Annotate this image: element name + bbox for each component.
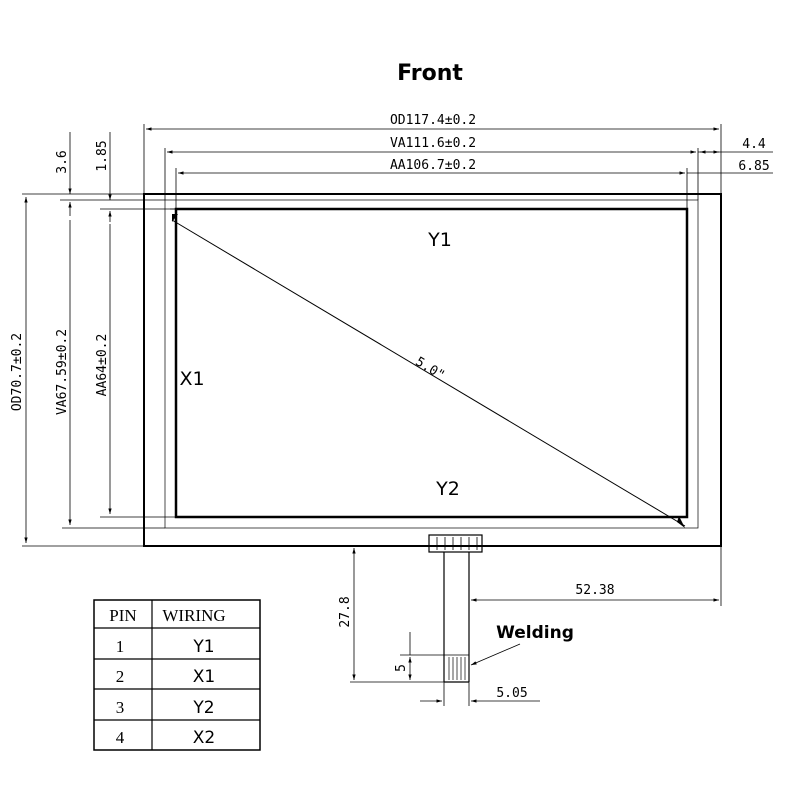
weld-width-dim: 5.05 bbox=[496, 686, 527, 701]
table-row-2-pin: 2 bbox=[116, 667, 125, 686]
active-area-frame bbox=[174, 207, 689, 519]
label-y1: Y1 bbox=[427, 229, 452, 251]
diagonal-line bbox=[171, 219, 686, 527]
label-x1: X1 bbox=[179, 368, 204, 390]
table-row-2-wiring: X1 bbox=[193, 667, 215, 687]
left-dimension-lines bbox=[22, 197, 176, 547]
welding-label: Welding bbox=[496, 623, 574, 643]
table-row-1-wiring: Y1 bbox=[192, 637, 214, 657]
right-margin-685: 6.85 bbox=[738, 159, 769, 174]
fpc-connector bbox=[428, 534, 483, 553]
fpc-tail bbox=[428, 534, 483, 683]
weld-pad bbox=[448, 657, 466, 680]
panel-outline bbox=[143, 193, 722, 547]
pin-table: PIN WIRING 1 Y1 2 X1 3 Y2 4 X2 bbox=[93, 599, 261, 751]
pin-table-header-wiring: WIRING bbox=[162, 606, 225, 625]
table-row-4-wiring: X2 bbox=[193, 728, 215, 748]
label-y2: Y2 bbox=[435, 478, 460, 500]
top-dimension-lines bbox=[143, 124, 773, 209]
table-row-3-pin: 3 bbox=[116, 698, 125, 717]
weld-height-dim: 5 bbox=[394, 664, 409, 672]
table-row-1-pin: 1 bbox=[116, 637, 125, 656]
tail-length-dim: 27.8 bbox=[338, 596, 353, 627]
tail-dimension-lines bbox=[350, 546, 722, 706]
va-width-dim: VA111.6±0.2 bbox=[390, 136, 476, 151]
od-height-dim: OD70.7±0.2 bbox=[10, 333, 25, 411]
top-left-dimension-lines bbox=[22, 132, 176, 222]
table-row-4-pin: 4 bbox=[116, 728, 125, 747]
diagonal-size: 5.0" bbox=[413, 355, 448, 384]
viewing-area-frame bbox=[164, 199, 699, 529]
top-margin-185: 1.85 bbox=[95, 140, 110, 171]
pin-table-header-pin: PIN bbox=[109, 606, 136, 625]
od-width-dim: OD117.4±0.2 bbox=[390, 113, 476, 128]
top-margin-36: 3.6 bbox=[55, 150, 70, 173]
outer-frame bbox=[143, 193, 722, 547]
aa-height-dim: AA64±0.2 bbox=[95, 334, 110, 397]
right-margin-44: 4.4 bbox=[742, 137, 766, 152]
va-height-dim: VA67.59±0.2 bbox=[55, 329, 70, 415]
diagonal-arrow-top bbox=[172, 214, 178, 222]
diagonal-arrow-bottom bbox=[677, 516, 685, 528]
tail-offset-dim: 52.38 bbox=[575, 583, 614, 598]
page-title: Front bbox=[397, 61, 463, 86]
aa-width-dim: AA106.7±0.2 bbox=[390, 158, 476, 173]
table-row-3-wiring: Y2 bbox=[192, 698, 214, 718]
